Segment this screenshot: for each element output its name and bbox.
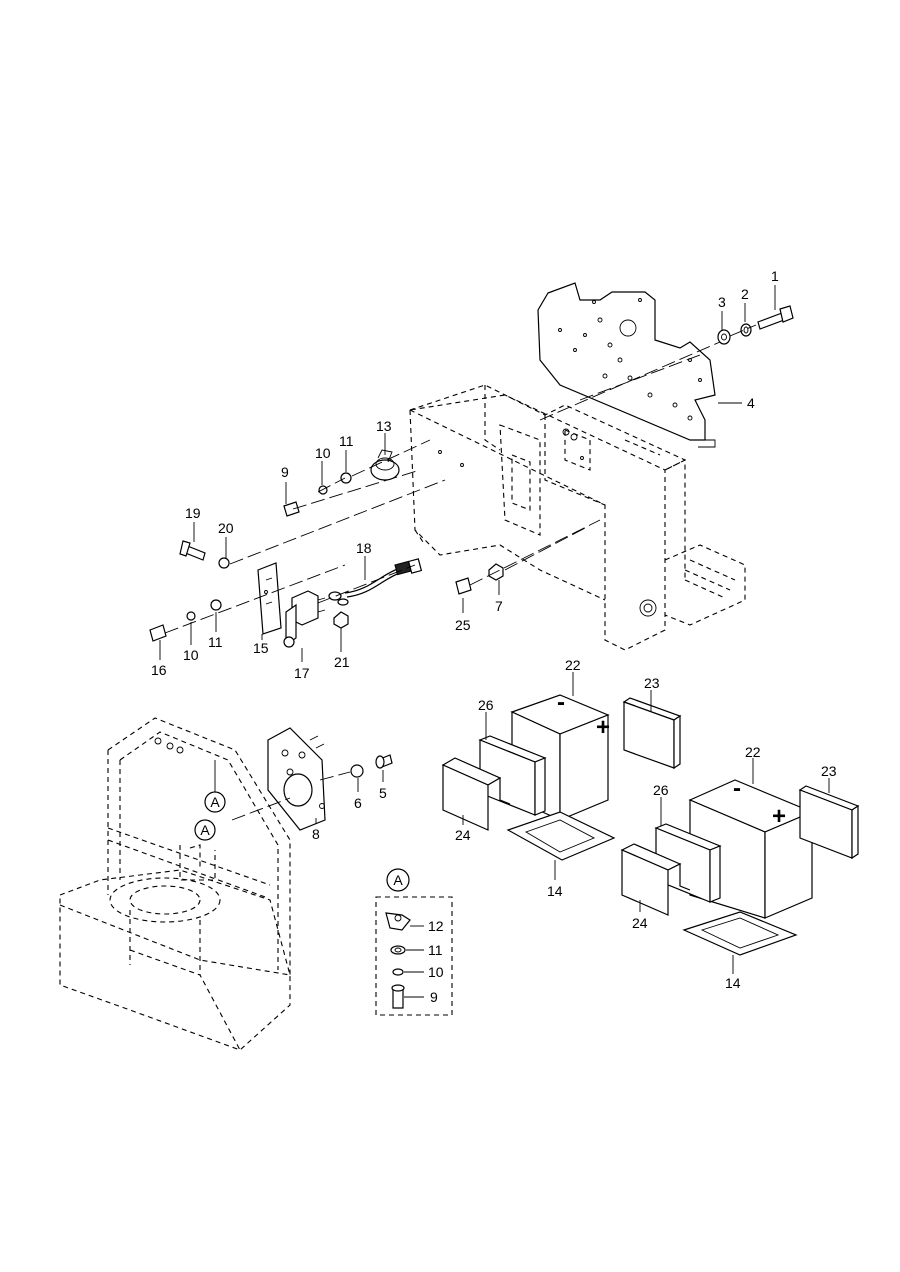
washer-2	[740, 323, 752, 337]
minus-terminal-right: -	[733, 775, 741, 802]
screw-25	[455, 577, 472, 595]
reference-marker-a-lower: A	[194, 819, 216, 841]
lock-washer-10-top	[318, 485, 328, 495]
switch-bracket-8	[267, 727, 326, 831]
callout-8: 8	[312, 826, 320, 842]
washer-20	[218, 557, 230, 569]
callout-14-left: 14	[547, 883, 563, 899]
bolt-19-head	[179, 540, 191, 557]
clamp-13	[370, 449, 400, 481]
washer-6	[350, 764, 364, 778]
nut-21	[333, 611, 349, 629]
callout-11-lower: 11	[208, 634, 223, 650]
svg-text:A: A	[393, 872, 403, 888]
bracket-15	[257, 562, 282, 635]
washer-3	[717, 329, 731, 345]
callout-4: 4	[747, 395, 755, 411]
callout-3: 3	[718, 294, 726, 310]
callout-25: 25	[455, 617, 471, 633]
battery-compartment-frame	[408, 384, 746, 651]
callout-9: 9	[281, 464, 289, 480]
callout-26-right: 26	[653, 782, 669, 798]
callout-20: 20	[218, 520, 234, 536]
callout-11-detail: 11	[428, 942, 443, 958]
bracket-leader	[231, 797, 291, 821]
screw-9-top	[283, 501, 300, 517]
callout-14-right: 14	[725, 975, 741, 991]
assembly-lines	[164, 324, 757, 634]
callout-15: 15	[253, 640, 269, 656]
callout-12-detail: 12	[428, 918, 444, 934]
svg-text:A: A	[210, 794, 220, 810]
callout-9-detail: 9	[430, 989, 438, 1005]
washer-11-top	[340, 472, 352, 484]
callout-1: 1	[771, 268, 779, 284]
battery-set-right	[620, 779, 860, 956]
chassis-frame	[59, 717, 291, 1051]
micro-switch-17	[283, 590, 326, 648]
callout-13: 13	[376, 418, 392, 434]
battery-set-left	[441, 694, 682, 861]
callout-23-left: 23	[644, 675, 660, 691]
callout-24-right: 24	[632, 915, 648, 931]
washer-11-lower	[210, 599, 222, 611]
callout-22-right: 22	[745, 744, 761, 760]
screw-5	[375, 754, 393, 769]
mounting-plate-4	[537, 282, 716, 448]
callout-24-left: 24	[455, 827, 471, 843]
plus-terminal-right: +	[772, 803, 786, 830]
callout-leaders	[159, 285, 830, 974]
callout-18: 18	[356, 540, 372, 556]
callout-5: 5	[379, 785, 387, 801]
callout-21: 21	[334, 654, 350, 670]
callout-26-left: 26	[478, 697, 494, 713]
reference-marker-a-upper: A	[204, 791, 226, 813]
callout-11: 11	[339, 433, 354, 449]
detail-a: A	[375, 868, 453, 1016]
callout-19: 19	[185, 505, 201, 521]
callout-10-detail: 10	[428, 964, 444, 980]
lock-washer-10-lower	[186, 611, 196, 621]
callout-7: 7	[495, 598, 503, 614]
callout-2: 2	[741, 286, 749, 302]
callout-17: 17	[294, 665, 310, 681]
callout-22-left: 22	[565, 657, 581, 673]
callout-10: 10	[315, 445, 331, 461]
bolt-1	[757, 305, 794, 330]
callout-10-lower: 10	[183, 647, 199, 663]
callout-labels: 1 2 3 4 9 10 11 13 19 20 18 16 10 11 15 …	[151, 268, 837, 1005]
washer-6-leader	[319, 771, 351, 781]
minus-terminal-left: -	[557, 689, 565, 716]
screw-16	[149, 624, 167, 642]
callout-23-right: 23	[821, 763, 837, 779]
callout-16: 16	[151, 662, 167, 678]
plus-terminal-left: +	[596, 714, 610, 741]
callout-6: 6	[354, 795, 362, 811]
svg-text:A: A	[200, 822, 210, 838]
